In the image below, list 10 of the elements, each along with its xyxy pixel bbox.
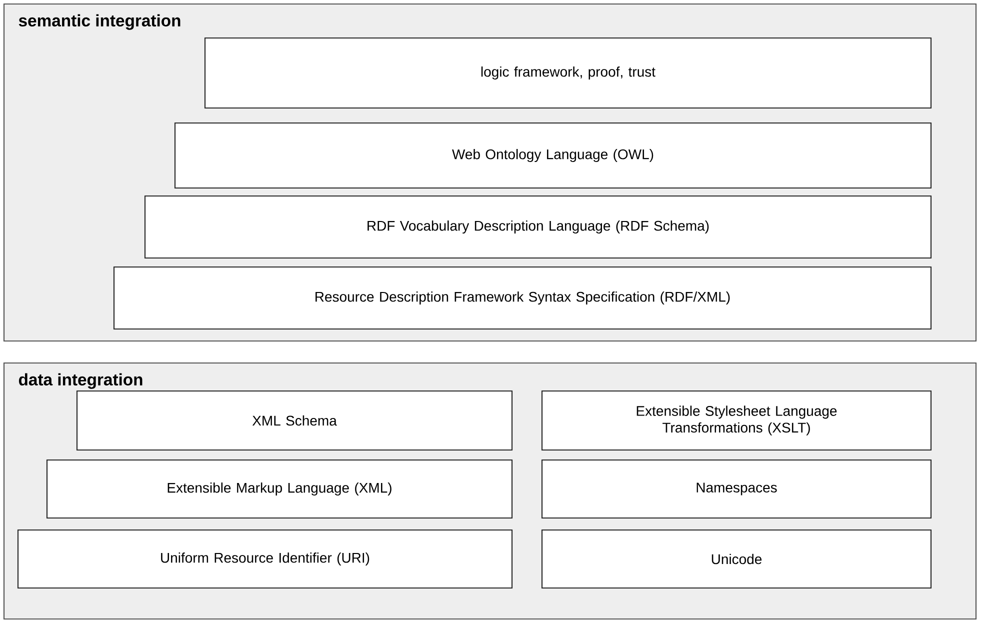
text-box: Uniform Resource Identifier (URI) — [17, 529, 513, 589]
text-box: Extensible Markup Language (XML) — [46, 459, 513, 519]
text-box: Resource Description Framework Syntax Specification (RDF/XML) — [113, 266, 932, 330]
text-box: RDF Vocabulary Description Language (RDF Schema) — [144, 195, 932, 259]
text-box: Unicode — [541, 529, 932, 589]
text-box: Web Ontology Language (OWL) — [174, 122, 932, 189]
text-box: Namespaces — [541, 459, 932, 519]
text-box: Extensible Stylesheet Language Transformations (XSLT) — [541, 390, 932, 451]
text-box: XML Schema — [76, 390, 513, 451]
text-box: logic framework, proof, trust — [204, 37, 932, 109]
